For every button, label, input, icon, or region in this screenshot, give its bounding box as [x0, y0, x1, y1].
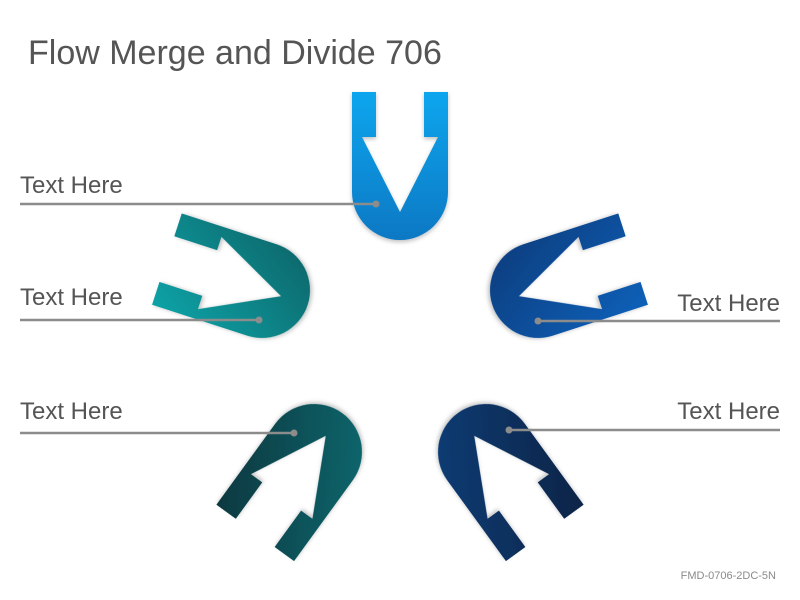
right-upper-arrow [490, 213, 648, 338]
text-label-3: Text Here [677, 290, 780, 317]
leader-dot-2 [255, 316, 263, 324]
leader-dot-1 [372, 200, 380, 208]
left-lower-arrow [216, 404, 362, 562]
text-label-4: Text Here [20, 398, 123, 425]
text-label-2: Text Here [20, 284, 123, 311]
left-upper-arrow [152, 213, 310, 338]
right-lower-arrow [438, 404, 584, 562]
top-merge-arrow [352, 92, 448, 240]
leader-dot-5 [505, 426, 513, 434]
page-title: Flow Merge and Divide 706 [28, 34, 442, 72]
text-label-1: Text Here [20, 172, 123, 199]
leader-dot-3 [534, 317, 542, 325]
leader-dot-4 [290, 429, 298, 437]
text-label-5: Text Here [677, 398, 780, 425]
footer-code: FMD-0706-2DC-5N [680, 570, 776, 582]
leader-lines [20, 200, 780, 437]
